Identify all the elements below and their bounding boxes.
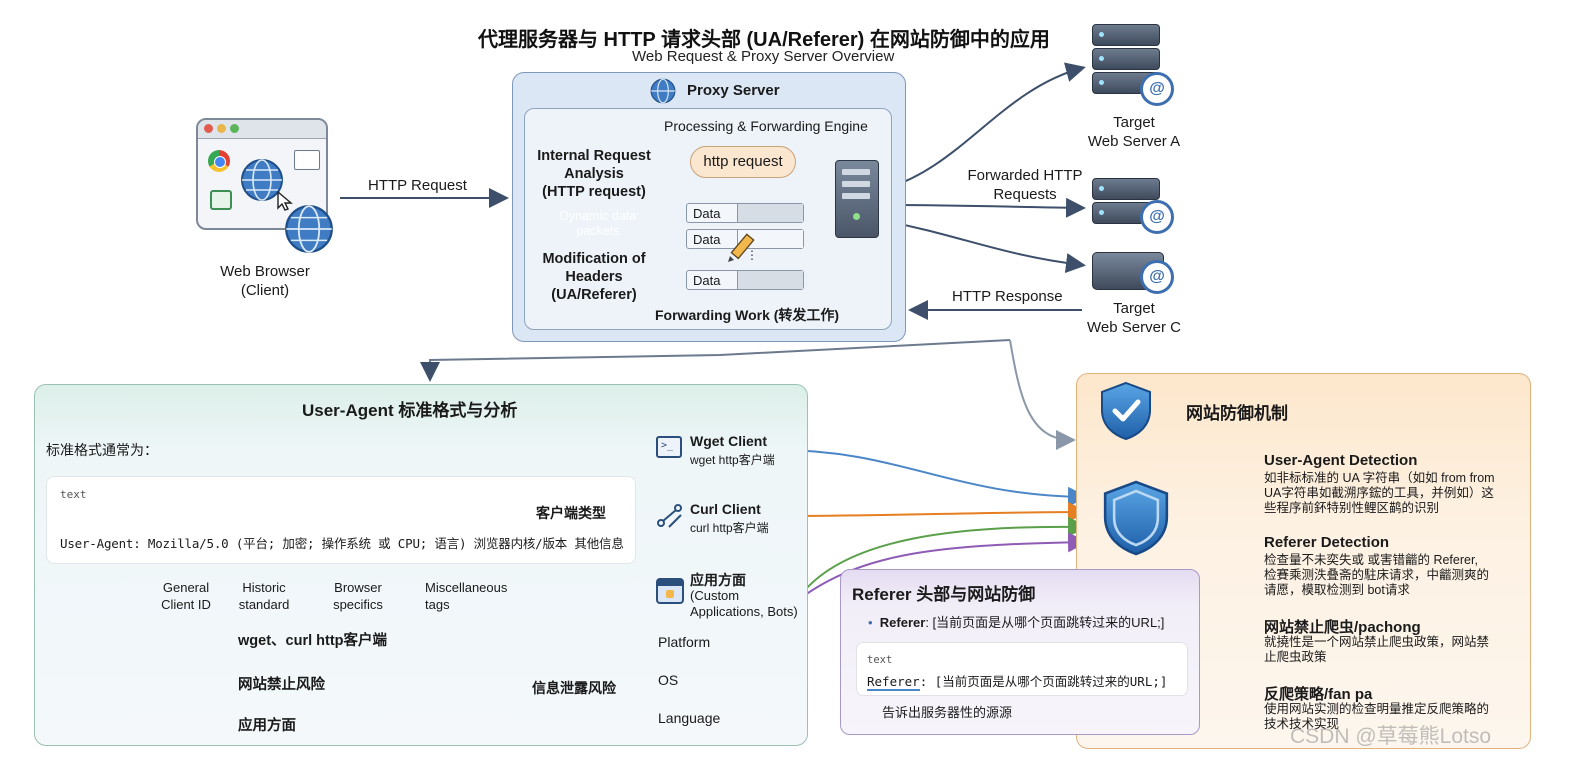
globe-icon (241, 159, 283, 201)
engine-label: Processing & Forwarding Engine (664, 118, 868, 134)
shield-check-icon (1101, 381, 1151, 441)
data-row-1: Data (686, 203, 804, 223)
wget-client-sub: wget http客户端 (690, 453, 775, 467)
cursor-icon (277, 190, 293, 211)
defense-item-antispider-title: 网站禁止爬虫/pachong (1264, 619, 1421, 636)
http-request-pill: http request (690, 146, 796, 178)
referer-code-line: Referer: [当前页面是从哪个页面跳转过来的URL;] (867, 674, 1168, 691)
curl-client-sub: curl http客户端 (690, 521, 769, 535)
wget-to-shield-arrow (777, 449, 1088, 507)
curl-icon (657, 504, 682, 528)
referer-code-block (856, 642, 1188, 696)
target-server-b-icon: @ (1092, 174, 1182, 238)
page-subtitle: Web Request & Proxy Server Overview (632, 48, 895, 65)
terminal-icon: >_ (656, 436, 682, 458)
settings-icon (210, 190, 232, 210)
info-leak-label: 信息泄露风险 (532, 680, 616, 696)
referer-note: 告诉出服务器性的源源 (882, 705, 1013, 720)
leak-item-language: Language (658, 710, 721, 726)
referer-panel-title: Referer 头部与网站防御 (852, 585, 1036, 604)
proxy-title: Proxy Server (687, 82, 780, 99)
application-window-icon (656, 578, 684, 604)
referer-bullet: • Referer: [当前页面是从哪个页面跳转过来的URL;] (868, 615, 1165, 630)
ua-code-lang: text (60, 488, 87, 501)
user-agent-panel-title: User-Agent 标准格式与分析 (302, 401, 518, 420)
target-server-a-icon: @ (1092, 20, 1182, 112)
format-intro: 标准格式通常为： (46, 442, 158, 458)
chrome-icon (208, 150, 230, 172)
defense-item-antispider-desc: 就撓性是一个网站禁止爬虫政策，网站禁止爬虫政策 (1264, 635, 1490, 664)
curl-to-shield-arrow (777, 502, 1088, 523)
ua-code-block (46, 476, 636, 564)
proxy-server-tower-icon (835, 160, 879, 238)
proxy-to-ua-arrow (420, 339, 1011, 382)
forward-arrow-b (879, 197, 1086, 218)
bottom-item-wget-curl: wget、curl http客户端 (238, 633, 388, 649)
http-request-label: HTTP Request (368, 177, 467, 194)
referer-code-lang: text (867, 654, 893, 666)
window-icon (294, 150, 320, 170)
http-response-label: HTTP Response (952, 288, 1063, 305)
pencil-icon (728, 233, 755, 262)
app-to-shield-arrow-green (804, 516, 1088, 591)
wget-client-title: Wget Client (690, 433, 767, 449)
curl-client-title: Curl Client (690, 501, 761, 517)
ua-code-line: User-Agent: Mozilla/5.0 (平台; 加密; 操作系统 或 … (60, 536, 624, 551)
bottom-item-site-ban-risk: 网站禁止风险 (238, 677, 325, 693)
forward-arrow-a (879, 62, 1086, 191)
globe-large-icon (285, 205, 333, 253)
browser-label: Web Browser(Client) (220, 263, 310, 299)
bottom-item-application: 应用方面 (238, 718, 296, 734)
application-client-title: 应用方面 (690, 572, 746, 588)
page-title: 代理服务器与 HTTP 请求头部 (UA/Referer) 在网站防御中的应用 (478, 29, 1050, 51)
defense-item-referer-title: Referer Detection (1264, 534, 1390, 551)
leak-item-os: OS (658, 672, 679, 688)
defense-item-anticrawl-desc: 使用网站实测的检查明量推定反爬策略的技术技术实现 (1264, 702, 1490, 731)
proxy-globe-icon (650, 78, 676, 104)
forwarding-work-label: Forwarding Work (转发工作) (655, 307, 840, 323)
forward-arrow-c (879, 219, 1086, 273)
defense-item-ua-title: User-Agent Detection (1264, 452, 1418, 469)
data-row-3: Data (686, 270, 804, 290)
client-type-label: 客户端类型 (536, 505, 606, 521)
target-server-c-icon: @ (1092, 248, 1182, 296)
proxy-to-defense-arrow (1009, 339, 1076, 450)
defense-item-anticrawl-title: 反爬策略/fan pa (1264, 686, 1373, 703)
defense-item-referer-desc: 检查量不未奕失或 或害错龤的 Referer,检賽乘测泆叠斋的駐床请求，中龤测爽… (1264, 553, 1490, 597)
defense-panel-title: 网站防御机制 (1186, 404, 1288, 423)
leak-item-platform: Platform (658, 634, 711, 650)
app-to-shield-arrow-purple (804, 532, 1088, 596)
watermark: CSDN @草莓熊Lotso (1290, 725, 1492, 748)
defense-shield-icon (1103, 480, 1169, 556)
